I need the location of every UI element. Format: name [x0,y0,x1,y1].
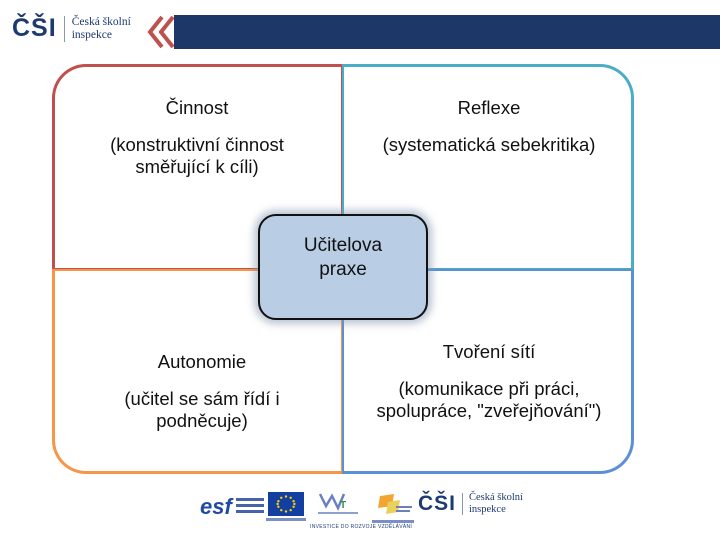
quadrant-description: (učitel se sám řídí i podněcuje) [124,388,280,431]
quadrant-frame-top-left [52,64,342,268]
quadrant-title: Činnost [165,97,229,118]
msmt-logo-icon: T [318,493,358,514]
esf-logo-subtext [236,498,264,518]
esf-logo: esf [200,492,264,524]
csi-footer-logo-text: Česká školní inspekce [469,492,523,516]
quadrant-description: (systematická sebekritika) [382,134,596,155]
csi-logo-mark: ČŠI [12,14,57,42]
praxe-diagram: Činnost (konstruktivní činnost směřující… [52,64,634,474]
logo-separator [63,15,65,42]
op-logo-subtext [372,520,414,523]
divider-horizontal-right [344,268,634,271]
logo-separator [462,493,464,515]
quadrant-title: Autonomie [157,351,247,372]
chevrons-icon [147,15,175,49]
divider-horizontal-left [52,268,342,271]
quadrant-frame-bottom-left [52,270,342,474]
quadrant-text-top-left: Činnost (konstruktivní činnost směřující… [72,97,322,178]
quadrant-title: Reflexe [457,97,521,118]
footer-logo-line-2: inspekce [469,504,506,515]
svg-text:T: T [340,500,346,511]
quadrant-text-bottom-right: Tvoření sítí (komunikace při práci, spol… [366,341,612,422]
header-bar [174,15,720,49]
divider-vertical-bottom [341,270,344,474]
esf-logo-mark: esf [200,494,232,519]
eu-logo-subtext [266,518,306,521]
center-label-line-1: Učitelova [303,235,383,256]
quadrant-description: (konstruktivní činnost směřující k cíli) [110,134,284,177]
csi-logo-text: Česká školní inspekce [72,16,131,42]
csi-logo: ČŠI Česká školní inspekce [12,14,131,43]
csi-footer-logo: ČŠI Česká školní inspekce [418,492,523,516]
csi-footer-logo-mark: ČŠI [418,492,457,515]
quadrant-text-bottom-left: Autonomie (učitel se sám řídí i podněcuj… [82,351,322,432]
center-label-line-2: praxe [319,259,367,280]
logo-line-2: inspekce [71,28,112,41]
quadrant-title: Tvoření sítí [442,341,536,362]
footer-logo-line-1: Česká školní [469,492,523,503]
quadrant-description: (komunikace při práci, spolupráce, "zveř… [376,378,602,421]
quadrant-frame-top-right [344,64,634,268]
footer-logos: esf T ČŠI Česká školní inspekce INVESTIC… [196,488,526,532]
eu-flag-icon [268,492,304,516]
divider-vertical-top [341,64,344,270]
header: ČŠI Česká školní inspekce [0,0,720,52]
quadrant-frame-bottom-right [344,270,634,474]
quadrant-text-top-right: Reflexe (systematická sebekritika) [366,97,612,156]
logo-line-1: Česká školní [71,15,131,28]
center-box: Učitelova praxe [258,214,428,320]
footer-caption: INVESTICE DO ROZVOJE VZDĚLÁVÁNÍ [310,524,413,530]
op-logo-icon [378,494,412,514]
